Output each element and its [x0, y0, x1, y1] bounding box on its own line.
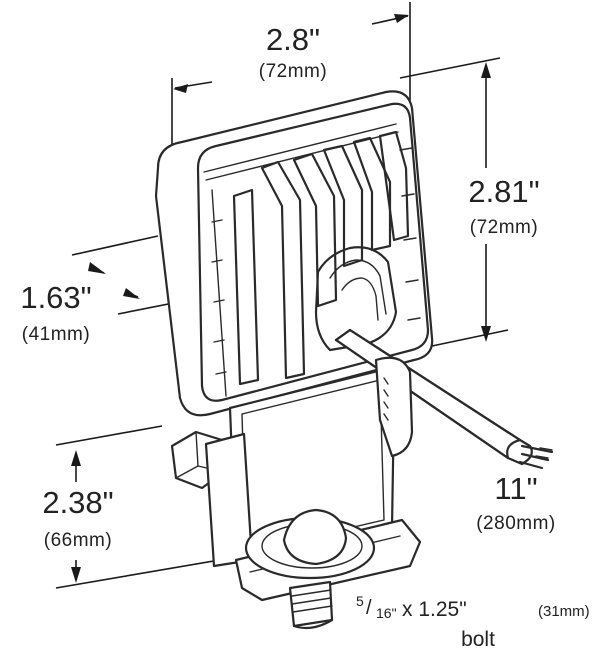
cord-length-label: 11" — [494, 471, 537, 506]
bolt-size-label: x 1.25" — [402, 598, 467, 621]
bolt-metric-label: (31mm) — [538, 603, 590, 620]
light-housing — [154, 90, 434, 417]
height-label: 2.81" — [468, 174, 539, 209]
bolt-fraction-numerator: 5 — [356, 593, 364, 609]
bolt-fraction-denominator: 16" — [376, 605, 397, 621]
width-dimension — [171, 2, 411, 185]
cord-grommet — [314, 246, 398, 352]
bracket-height-label: 2.38" — [42, 485, 113, 520]
bolt-spec: 5 / 16" x 1.25" (31mm) bolt — [356, 593, 590, 651]
bolt-fraction-slash: / — [366, 597, 372, 619]
bracket-height-metric-label: (66mm) — [44, 530, 112, 551]
width-label: 2.8" — [266, 22, 320, 57]
mounting-bracket — [170, 356, 422, 630]
height-dimension — [399, 57, 509, 347]
width-metric-label: (72mm) — [259, 61, 327, 82]
cord-length-metric-label: (280mm) — [476, 513, 556, 534]
bolt-word-label: bolt — [461, 628, 495, 651]
height-metric-label: (72mm) — [470, 217, 538, 238]
heat-sink-fins — [211, 130, 421, 386]
depth-label: 1.63" — [20, 280, 91, 315]
depth-metric-label: (41mm) — [22, 324, 90, 345]
